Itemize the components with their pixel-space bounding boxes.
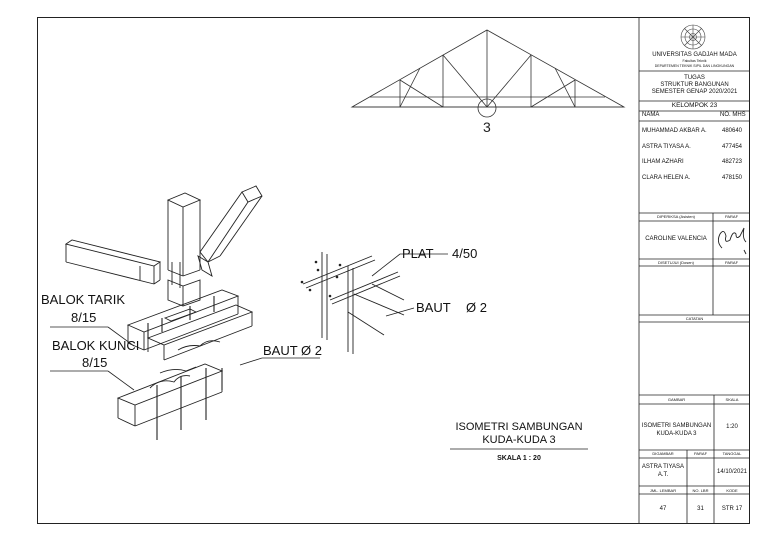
leader-lines xyxy=(50,253,448,391)
approved-sign-label: PARAF xyxy=(724,260,739,265)
approved-by-label: DISETUJUI (Dosen) xyxy=(657,260,694,265)
drawing-label: GAMBAR xyxy=(667,397,686,402)
member-id: 478150 xyxy=(722,175,743,181)
members-header-id: NO. MHS xyxy=(720,112,746,118)
signature xyxy=(717,227,747,255)
checked-by-label: DIPERIKSA (Asisten) xyxy=(656,214,695,219)
drawing-name-line1: ISOMETRI SAMBUNGAN xyxy=(641,423,712,429)
bolts-vertical xyxy=(156,368,223,440)
title-block-grid xyxy=(638,17,750,524)
assignment-line2: STRUKTUR BANGUNAN xyxy=(660,82,729,88)
caption-title-line2: KUDA-KUDA 3 xyxy=(482,434,556,446)
drawn-by-label: DIGAMBAR xyxy=(652,451,674,456)
detail-marker-circle xyxy=(477,98,497,118)
member-name: ASTRA TIYASA A. xyxy=(642,144,691,150)
label-balok-kunci: BALOK KUNCI xyxy=(52,338,140,353)
member-name: ILHAM AZHARI xyxy=(642,159,684,165)
caption-scale: SKALA 1 : 20 xyxy=(497,455,541,462)
scale-label: SKALA xyxy=(725,397,739,402)
label-plat: PLAT xyxy=(402,246,434,261)
date-value: 14/10/2021 xyxy=(716,469,748,475)
code-label: KODE xyxy=(726,488,738,493)
label-balok-tarik: BALOK TARIK xyxy=(41,292,126,307)
caption-title-line1: ISOMETRI SAMBUNGAN xyxy=(455,421,583,433)
code-value: STR 17 xyxy=(721,506,743,512)
drawing-name-line2: KUDA-KUDA 3 xyxy=(656,431,697,437)
assignment-line1: TUGAS xyxy=(684,75,705,81)
drawn-sign-label: PARAF xyxy=(693,451,708,456)
label-baut-right: BAUT xyxy=(416,300,451,315)
bolts-top xyxy=(147,296,215,338)
label-plat-size: 4/50 xyxy=(452,246,478,261)
rafter-left xyxy=(64,239,162,285)
university-seal-icon xyxy=(680,24,706,50)
label-baut-right-size: Ø 2 xyxy=(466,300,487,315)
notes-label: CATATAN xyxy=(685,316,704,321)
faculty-name: Fakultas Teknik xyxy=(682,59,707,63)
department-name: DEPARTEMEN TEKNIK SIPIL DAN LINGKUNGAN xyxy=(654,64,735,68)
university-name: UNIVERSITAS GADJAH MADA xyxy=(652,52,737,58)
label-balok-kunci-size: 8/15 xyxy=(82,355,108,370)
sheets-total-label: JML. LEMBAR xyxy=(649,488,677,493)
member-id: 480640 xyxy=(722,128,743,134)
assignment-line3: SEMESTER GENAP 2020/2021 xyxy=(651,89,738,95)
sheet-no-label: NO. LBR xyxy=(692,488,709,493)
label-baut-center: BAUT Ø 2 xyxy=(263,343,323,358)
detail-marker-number: 3 xyxy=(483,119,491,135)
middle-block xyxy=(146,304,254,361)
vertical-post xyxy=(166,192,202,307)
date-label: TANGGAL xyxy=(722,451,742,456)
member-name: CLARA HELEN A. xyxy=(642,175,691,181)
checked-by-name: CAROLINE VALENCIA xyxy=(645,236,707,242)
steel-plates xyxy=(302,252,405,354)
sheet-no-value: 31 xyxy=(697,506,704,512)
plate-bolt-heads xyxy=(300,260,342,298)
member-name: MUHAMMAD AKBAR A. xyxy=(642,128,707,134)
drawn-by-line1: ASTRA TIYASA xyxy=(641,464,685,470)
isometric-joint-parts xyxy=(64,185,263,440)
diagonal-strut xyxy=(197,185,263,277)
group-name: KELOMPOK 23 xyxy=(671,102,718,109)
roof-truss-elevation xyxy=(350,29,626,108)
scale-value: 1:20 xyxy=(726,424,738,430)
drawn-by-line2: A.T. xyxy=(657,472,669,478)
member-id: 482723 xyxy=(722,159,743,165)
tie-beam xyxy=(126,289,240,351)
sheets-total-value: 47 xyxy=(659,506,667,512)
members-header-name: NAMA xyxy=(642,112,660,118)
label-balok-tarik-size: 8/15 xyxy=(71,310,97,325)
checked-sign-label: PARAF xyxy=(724,214,739,219)
member-id: 477454 xyxy=(722,144,743,150)
